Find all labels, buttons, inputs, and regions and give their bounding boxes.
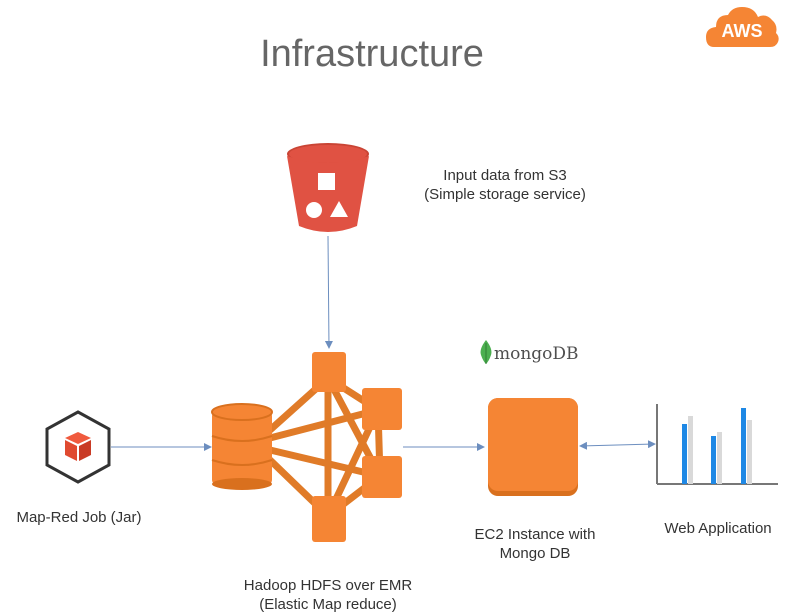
ec2-web-arrow (579, 440, 656, 450)
aws-logo-text: AWS (721, 21, 762, 41)
emr-label-line1: Hadoop HDFS over EMR (243, 577, 413, 594)
ec2-label-line1: EC2 Instance with (474, 526, 596, 543)
s3-bucket-icon (287, 143, 369, 232)
package-cube-icon (45, 410, 111, 484)
s3-label-line1: Input data from S3 (443, 167, 567, 184)
page-title: Infrastructure (260, 33, 484, 75)
s3-to-emr-arrow (324, 235, 333, 349)
mongodb-logo-text: mongoDB (494, 344, 579, 364)
ec2-instance-icon (488, 398, 578, 496)
s3-label-line2: (Simple storage service) (424, 186, 586, 203)
ec2-label-line2: Mongo DB (499, 545, 571, 562)
web-app-label: Web Application (664, 520, 772, 537)
bar-chart-icon (656, 404, 778, 485)
emr-cluster-icon (211, 352, 402, 542)
mongodb-leaf-icon (480, 340, 492, 364)
emr-label-line2: (Elastic Map reduce) (259, 596, 397, 613)
jar-label: Map-Red Job (Jar) (16, 509, 142, 526)
aws-cloud-logo: AWS (706, 7, 779, 47)
